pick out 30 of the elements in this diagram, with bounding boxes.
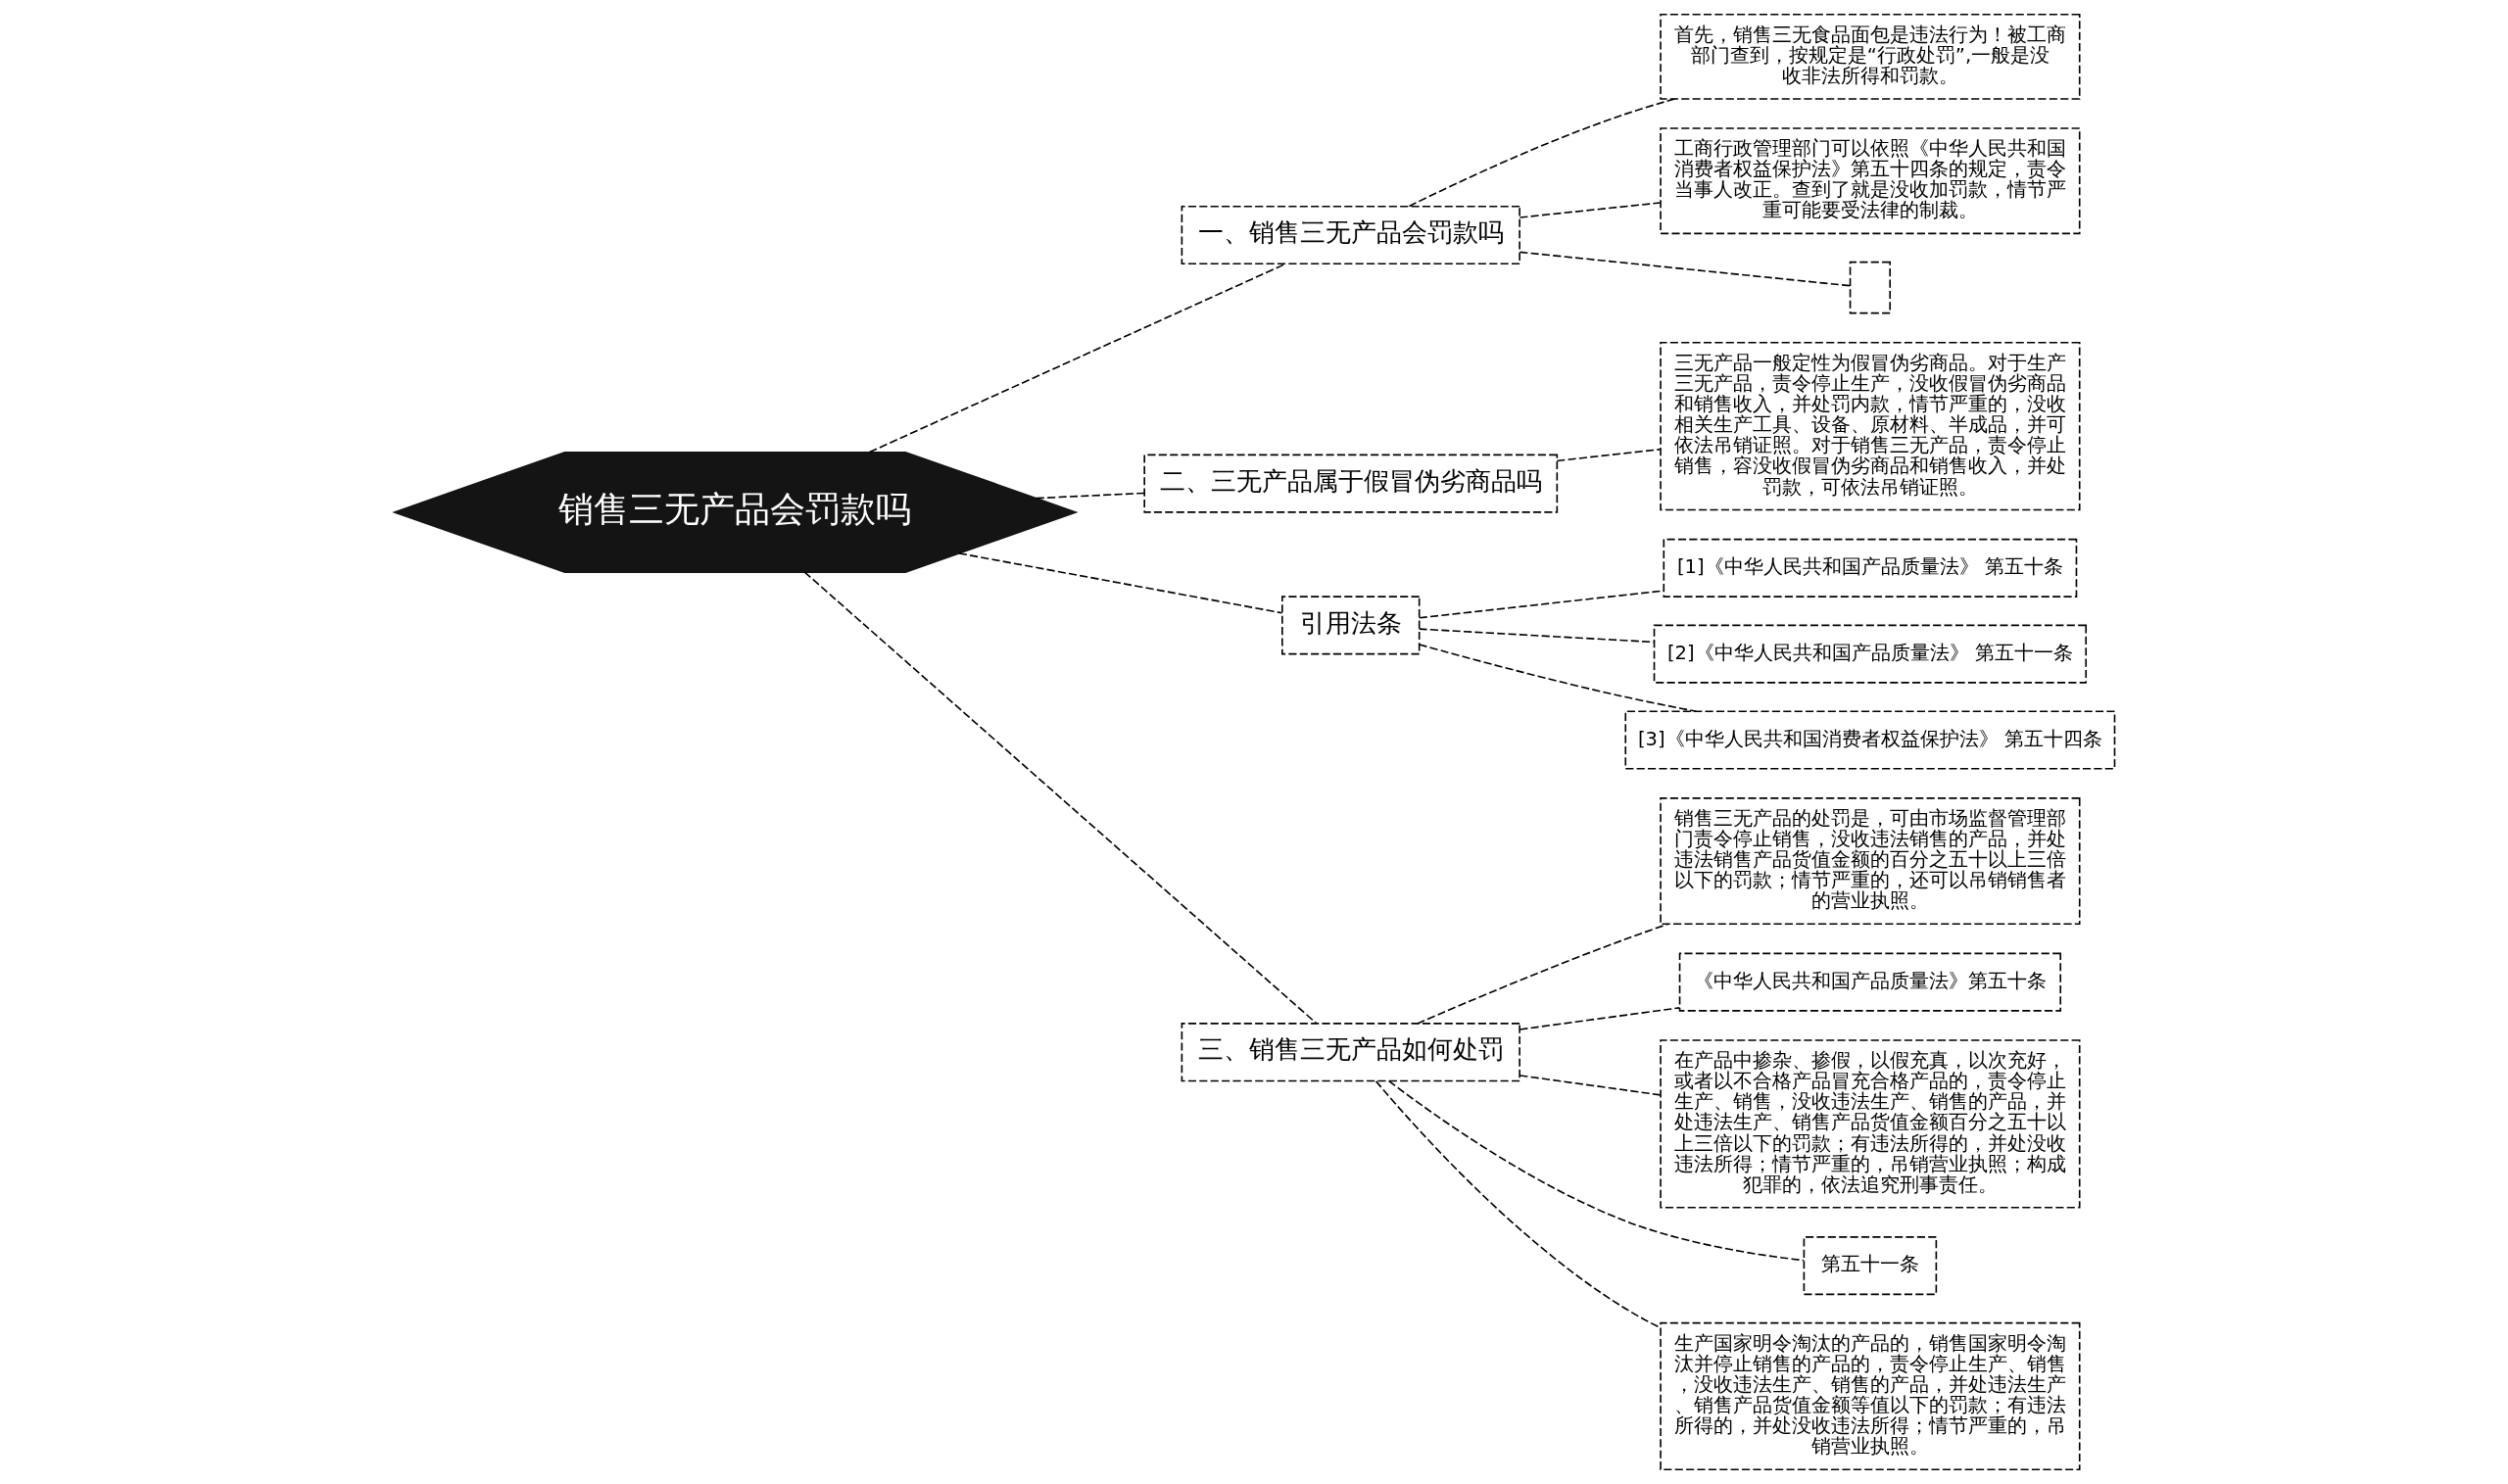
node-box: 二、三无产品属于假冒伪劣商品吗 [1142, 454, 1558, 513]
connector [1387, 1079, 1805, 1262]
node-box [1849, 261, 1891, 314]
connector [1418, 628, 1655, 644]
connector [1519, 251, 1851, 287]
node-box: 三无产品一般定性为假冒伪劣商品。对于生产三无产品，责令停止生产，没收假冒伪劣商品和销售收入，并处罚内款，情节严重的，没收相关生产工具、设备、原材料、半成品，并可依法吊销证照。对于销售三无产品，责令停止销售，容没收假冒伪劣商品和销售收入，并处罚款，可依法吊销证照。 [1659, 341, 2081, 511]
connector [1519, 1007, 1680, 1030]
node-box: 销售三无产品的处罚是，可由市场监督管理部门责令停止销售，没收违法销售的产品，并处违法销售产品货值金额的百分之五十以上三倍以下的罚款；情节严重的，还可以吊销销售者的营业执照。 [1659, 797, 2081, 926]
connector [1035, 492, 1145, 500]
node-box: 生产国家明令淘汰的产品的，销售国家明令淘汰并停止销售的产品的，责令停止生产、销售，没收违法生产、销售的产品，并处违法生产、销售产品货值金额等值以下的罚款；有违法所得的，并处没收违法所得；情节严重的，吊销营业执照。 [1659, 1321, 2081, 1471]
node-box: 引用法条 [1280, 596, 1420, 655]
node-box: 第五十一条 [1803, 1236, 1937, 1296]
node-box: [2]《中华人民共和国产品质量法》 第五十一条 [1653, 624, 2087, 684]
connector [1519, 1075, 1661, 1096]
node-box: 首先，销售三无食品面包是违法行为！被工商部门查到，按规定是“行政处罚”,一般是没收非法所得和罚款。 [1659, 13, 2081, 100]
connector [1416, 923, 1668, 1025]
connector [1408, 98, 1675, 208]
connector [802, 571, 1317, 1025]
connector [1375, 1080, 1662, 1329]
node-box: [1]《中华人民共和国产品质量法》 第五十条 [1662, 538, 2077, 598]
connector [868, 263, 1286, 454]
node-box: 《中华人民共和国产品质量法》第五十条 [1678, 952, 2061, 1012]
connector [957, 552, 1282, 614]
connector [1556, 448, 1661, 462]
node-box: 一、销售三无产品会罚款吗 [1181, 205, 1520, 265]
connector [1519, 202, 1661, 218]
node-box: 工商行政管理部门可以依照《中华人民共和国消费者权益保护法》第五十四条的规定，责令当事人改正。查到了就是没收加罚款，情节严重可能要受法律的制裁。 [1659, 127, 2081, 235]
node-box: [3]《中华人民共和国消费者权益保护法》 第五十四条 [1623, 710, 2115, 770]
node-box: 三、销售三无产品如何处罚 [1181, 1023, 1520, 1082]
node-box: 在产品中掺杂、掺假，以假充真，以次充好，或者以不合格产品冒充合格产品的，责令停止生产、销售，没收违法生产、销售的产品，并处违法生产、销售产品货值金额百分之五十以上三倍以下的罚款；有违法所得的，并处没收违法所得；情节严重的，吊销营业执照；构成犯罪的，依法追究刑事责任。 [1659, 1039, 2081, 1209]
